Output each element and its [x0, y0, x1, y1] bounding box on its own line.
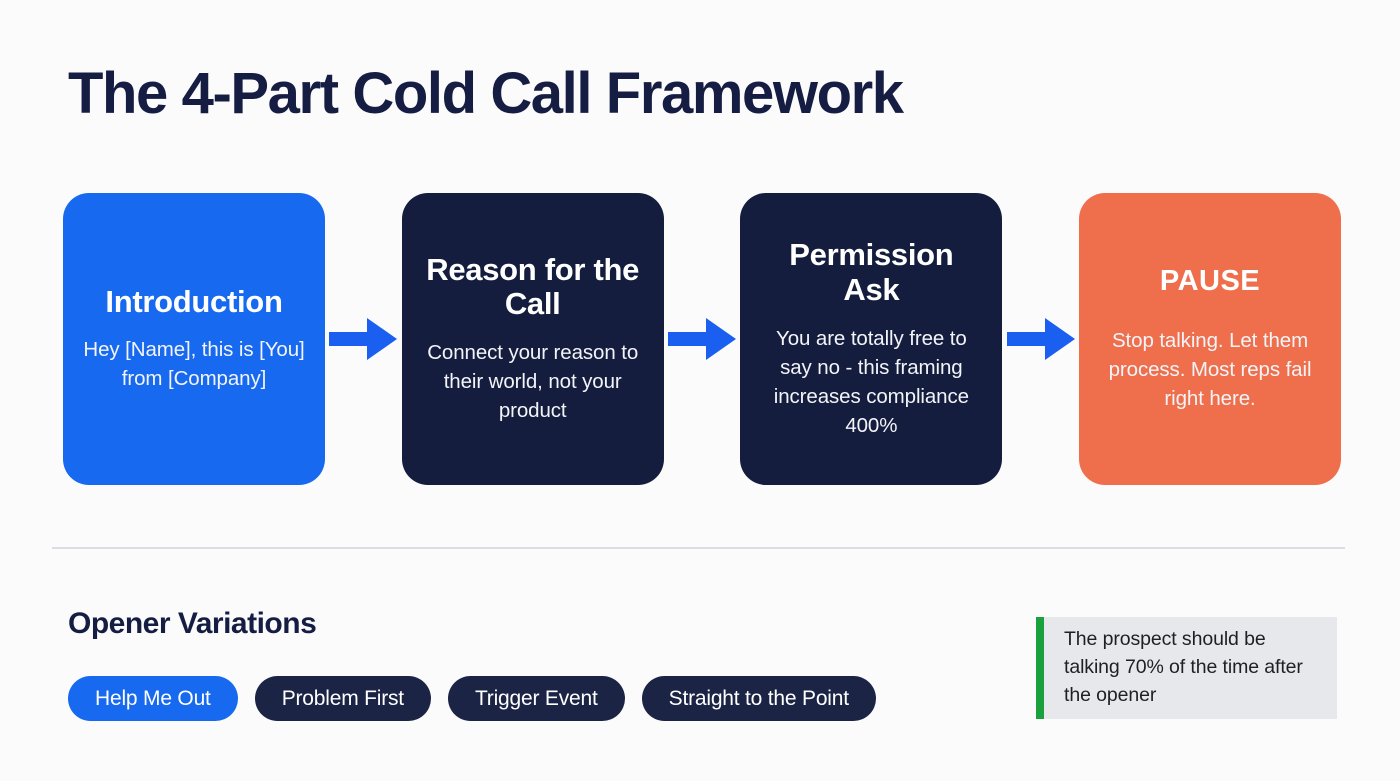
flow-card-title: Permission Ask: [789, 237, 954, 307]
flow-card-body: Connect your reason to their world, not …: [427, 341, 639, 423]
flow-card-title: Reason for the Call: [426, 251, 640, 322]
arrow-right-icon: [329, 316, 398, 362]
flow-card-body: You are totally free to say no - this fr…: [773, 326, 969, 437]
flow-card-body: Stop talking. Let them process. Most rep…: [1108, 328, 1312, 410]
arrow-right-icon: [668, 316, 736, 362]
section-heading: Opener Variations: [68, 607, 317, 640]
arrow-right-icon: [1006, 316, 1075, 362]
pill-straight-to-the-point[interactable]: Straight to the Point: [641, 676, 876, 721]
flow-card-title: Introduction: [105, 283, 283, 319]
opener-variations-section: Opener Variations: [0, 595, 1400, 755]
pill-trigger-event[interactable]: Trigger Event: [447, 676, 625, 721]
insight-callout-text: The prospect should be talking 70% of th…: [1064, 628, 1303, 706]
insight-callout: The prospect should be talking 70% of th…: [1036, 617, 1337, 719]
section-divider: [52, 547, 1345, 549]
flow-connector-2: [664, 304, 741, 374]
opener-variation-pill-list: Help Me Out Problem First Trigger Event …: [68, 676, 876, 721]
page-title: The 4-Part Cold Call Framework: [68, 61, 904, 126]
flow-connector-1: [325, 304, 402, 374]
flow-card-title: PAUSE: [1159, 265, 1261, 298]
pill-help-me-out[interactable]: Help Me Out: [68, 676, 238, 721]
framework-flow-diagram: Introduction Hey [Name], this is [You] f…: [63, 193, 1342, 485]
flow-card-body: Hey [Name], this is [You] from [Company]: [83, 338, 305, 391]
flow-card-introduction[interactable]: Introduction Hey [Name], this is [You] f…: [63, 193, 325, 485]
flow-card-permission-ask[interactable]: Permission Ask You are totally free to s…: [740, 193, 1003, 485]
flow-card-reason-for-the-call[interactable]: Reason for the Call Connect your reason …: [401, 193, 664, 485]
flow-connector-3: [1002, 304, 1079, 374]
flow-card-pause[interactable]: PAUSE Stop talking. Let them process. Mo…: [1079, 193, 1342, 485]
pill-problem-first[interactable]: Problem First: [254, 676, 431, 721]
